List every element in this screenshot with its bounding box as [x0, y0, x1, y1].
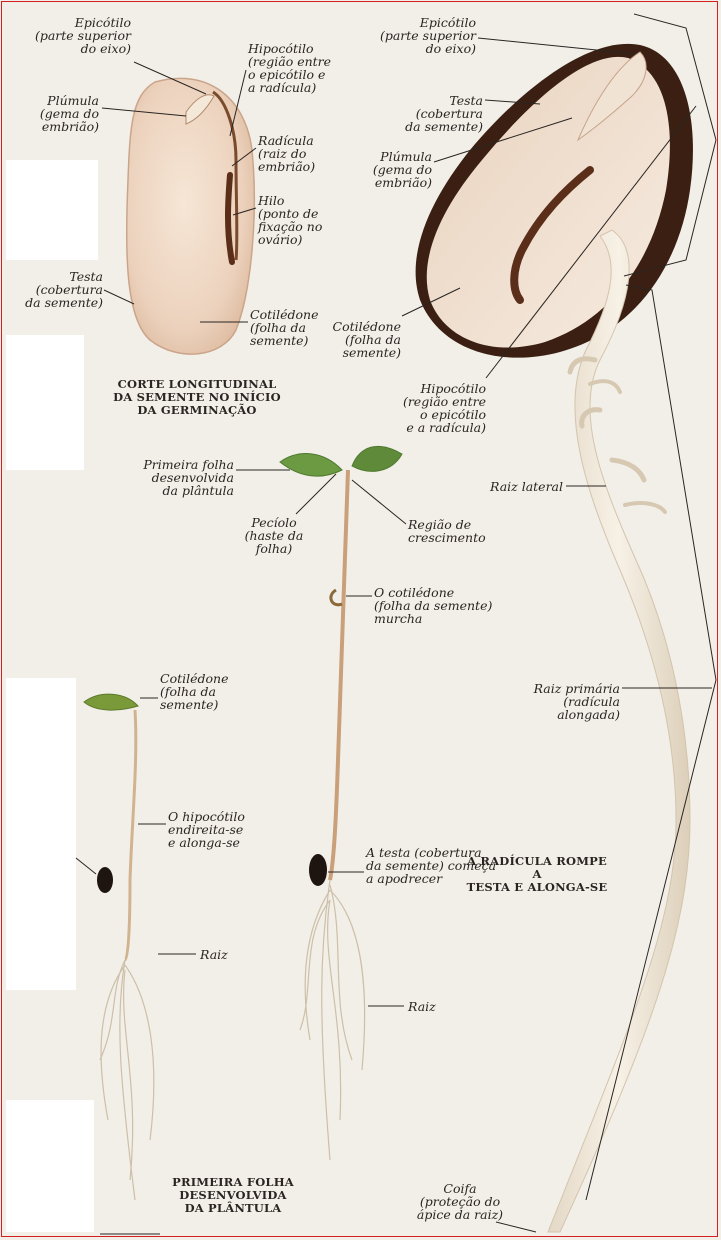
- red-border-frame: [1, 1, 718, 1237]
